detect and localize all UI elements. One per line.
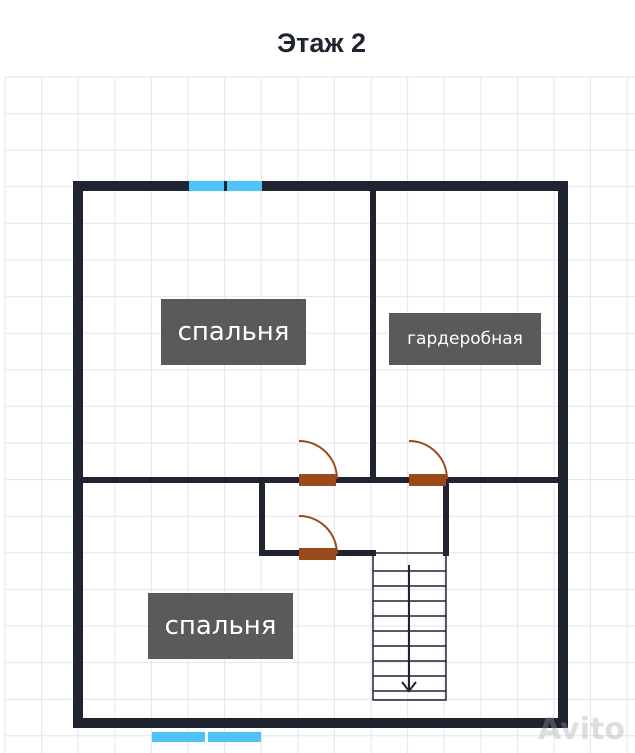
outer-wall (73, 181, 568, 728)
window-icon (152, 732, 205, 742)
window-icon (189, 181, 224, 191)
interior-walls (79, 187, 561, 556)
room-label-wardrobe: гардеробная (389, 313, 541, 365)
door-icon (298, 440, 338, 486)
window-icon (227, 181, 262, 191)
room-label-bedroom-bottom: спальня (148, 593, 293, 659)
stairs-arrow-icon (401, 565, 417, 693)
room-label-bedroom-top: спальня (161, 299, 306, 365)
doors (298, 440, 448, 560)
avito-watermark: Avito (538, 712, 625, 747)
windows (152, 181, 262, 742)
grid (4, 76, 635, 753)
walls (73, 181, 568, 728)
door-icon (298, 515, 338, 560)
page-title: Этаж 2 (276, 28, 367, 58)
door-icon (408, 440, 448, 486)
window-icon (208, 732, 261, 742)
